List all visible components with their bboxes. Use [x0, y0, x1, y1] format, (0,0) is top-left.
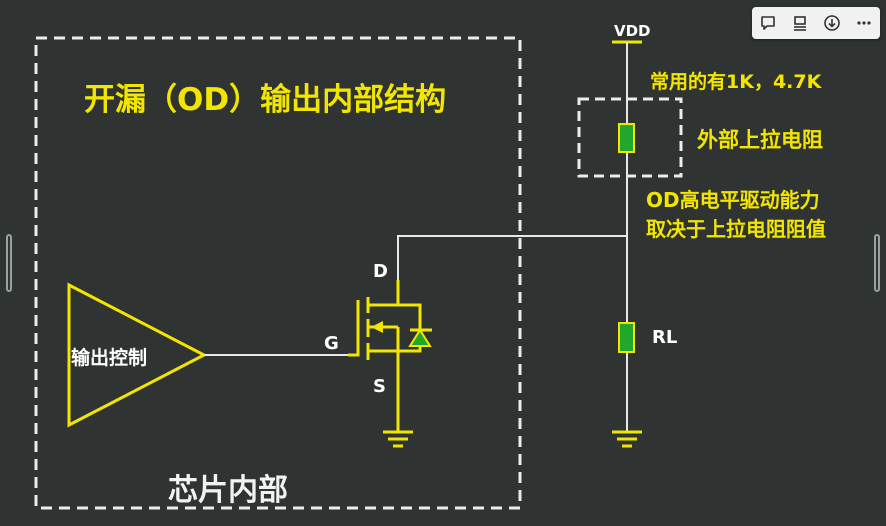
notes-button[interactable] — [787, 10, 813, 36]
chip-boundary — [34, 36, 522, 510]
source-label: S — [373, 376, 386, 397]
download-icon — [824, 15, 840, 31]
output-buffer-triangle — [67, 282, 208, 428]
pullup-resistor — [618, 123, 635, 153]
nmos-transistor — [348, 280, 432, 402]
vdd-label: VDD — [614, 22, 651, 40]
buffer-label: 输出控制 — [71, 346, 147, 369]
ground-symbol-external — [612, 430, 642, 448]
body-diode — [408, 328, 432, 347]
pullup-dashed-box — [577, 97, 683, 178]
comment-icon — [761, 16, 775, 30]
diagram-title: 开漏（OD）输出内部结构 — [84, 82, 446, 118]
mosfet-arrow — [371, 321, 383, 333]
load-resistor — [618, 322, 635, 353]
pullup-values-note: 常用的有1K，4.7K — [650, 70, 823, 93]
right-nav-handle[interactable] — [874, 234, 880, 292]
drain-output-wire — [397, 235, 627, 280]
ground-symbol-chip — [383, 402, 413, 448]
od-note-line2: 取决于上拉电阻阻值 — [646, 217, 826, 241]
gate-label: G — [324, 333, 339, 354]
pullup-label: 外部上拉电阻 — [697, 128, 823, 152]
viewer-toolbar — [752, 7, 880, 39]
drain-label: D — [373, 261, 388, 282]
load-label: RL — [652, 327, 677, 348]
comment-button[interactable] — [755, 10, 781, 36]
more-button[interactable] — [851, 10, 877, 36]
left-nav-handle[interactable] — [6, 234, 12, 292]
more-icon — [857, 21, 871, 25]
chip-label: 芯片内部 — [168, 473, 288, 508]
download-button[interactable] — [819, 10, 845, 36]
od-note-line1: OD高电平驱动能力 — [646, 188, 820, 212]
notes-icon — [794, 16, 806, 31]
